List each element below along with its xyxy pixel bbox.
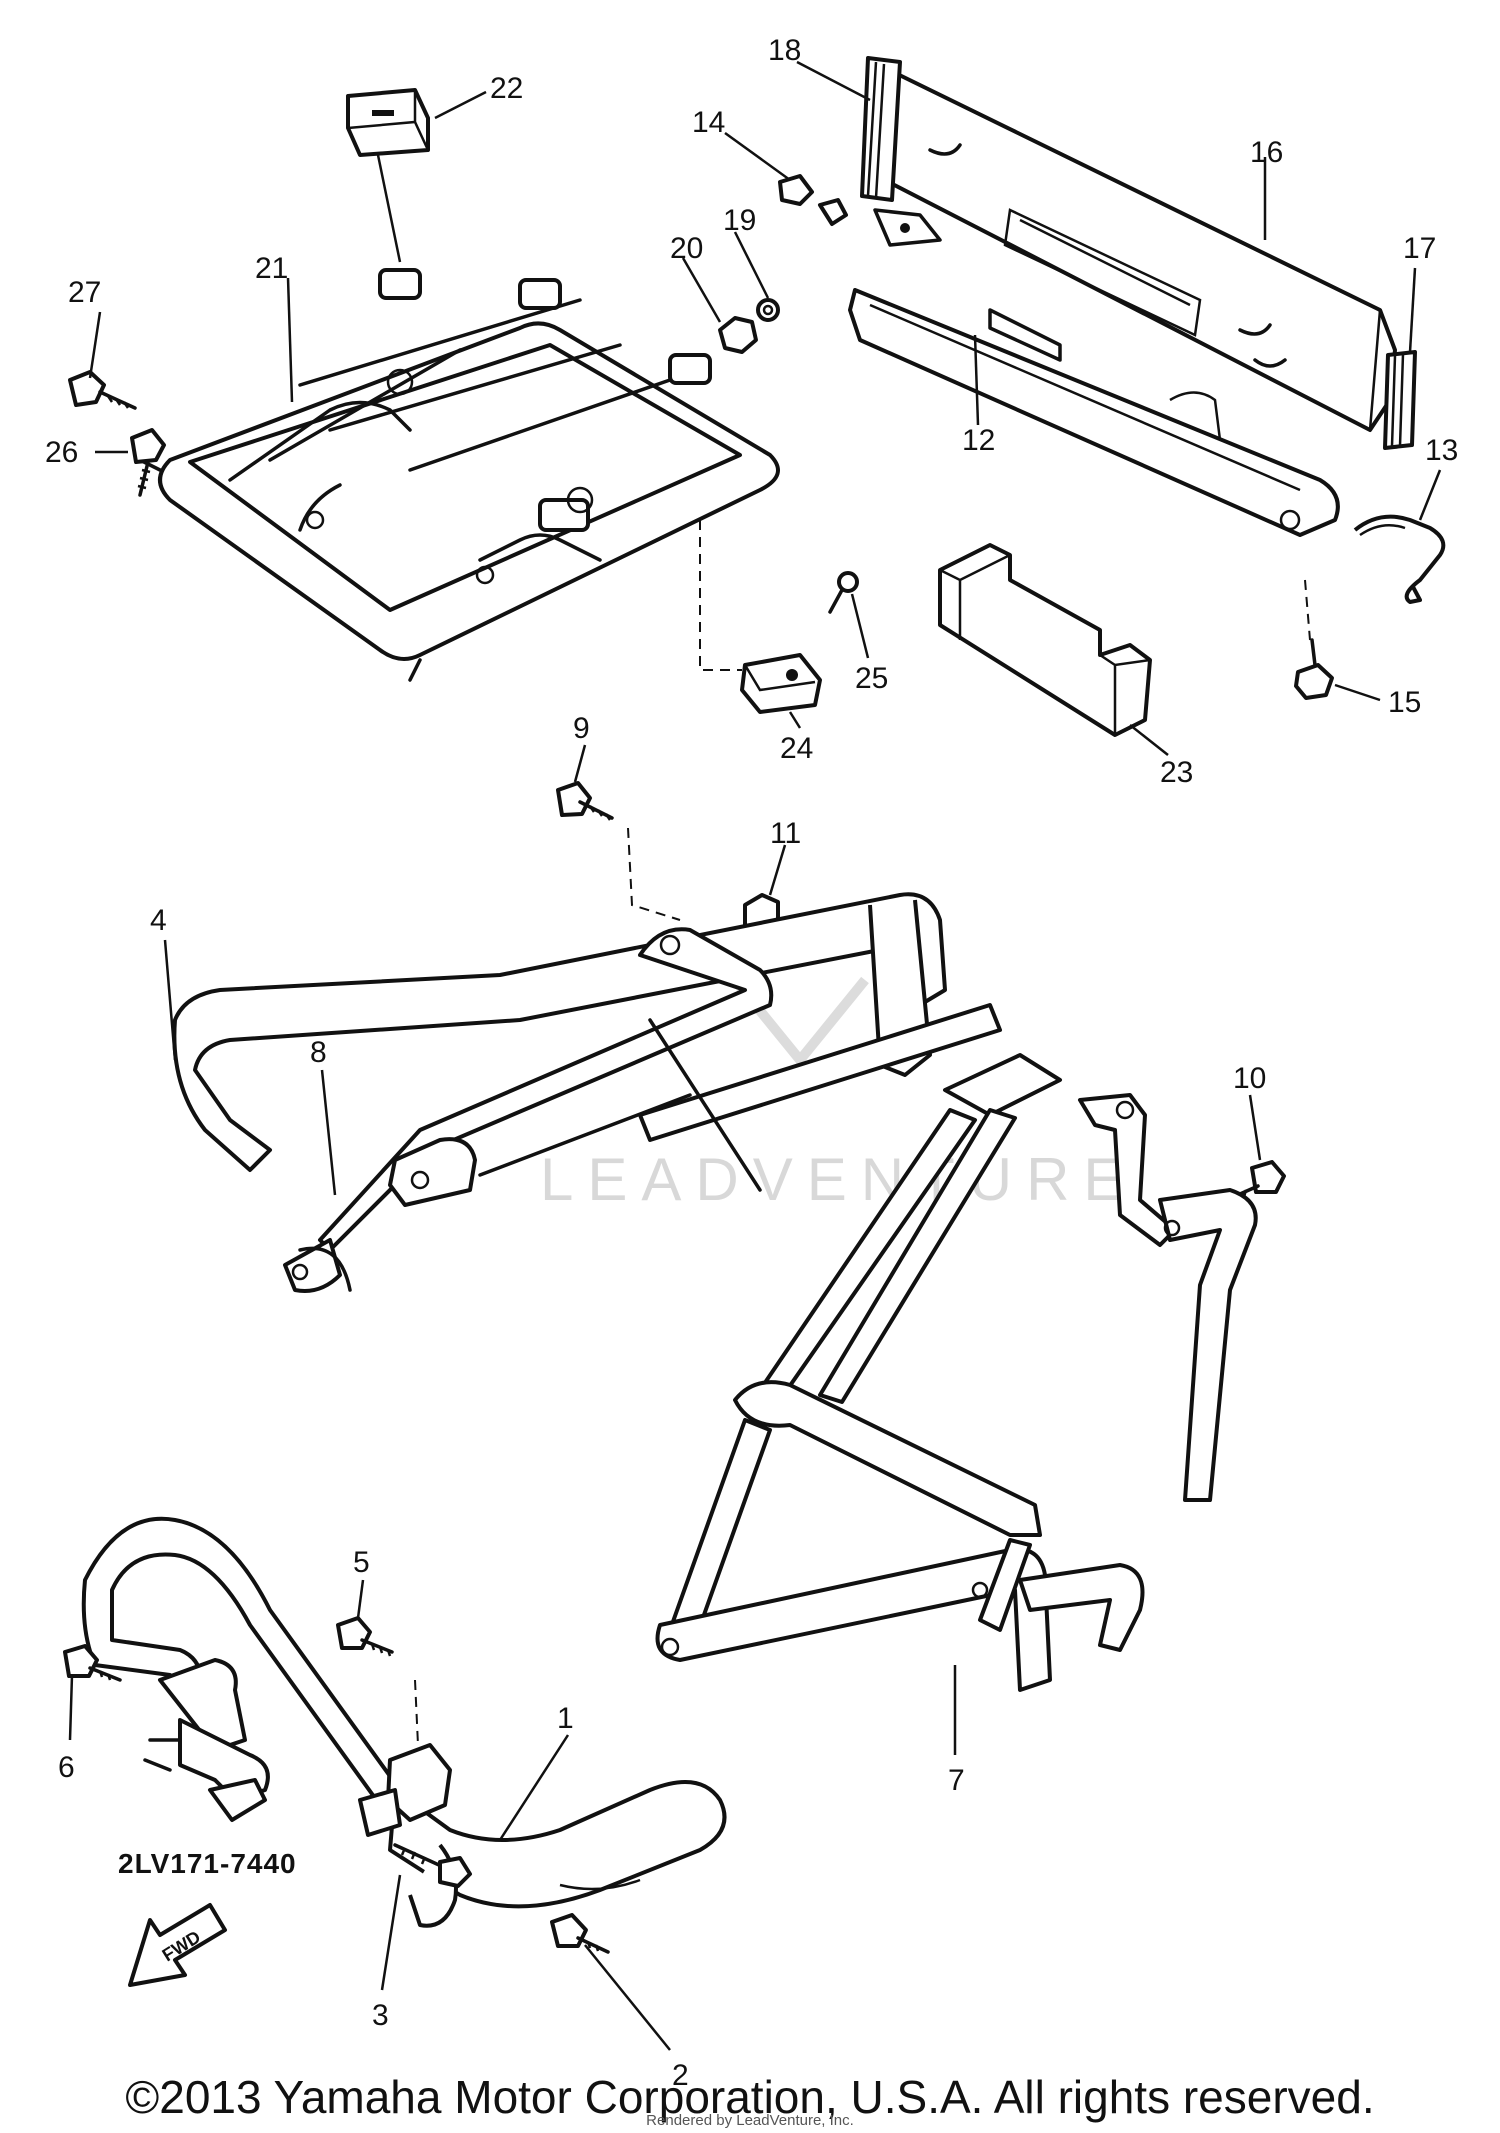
callout-1: 1 <box>557 1702 574 1735</box>
part-18-seal <box>860 56 902 202</box>
bumper-1 <box>358 1743 727 1928</box>
callout-22: 22 <box>490 72 523 105</box>
callout-2: 2 <box>672 2059 689 2092</box>
callout-13: 13 <box>1425 434 1458 467</box>
callout-21: 21 <box>255 252 288 285</box>
bolt-3 <box>393 1843 472 1888</box>
part-14-clip <box>778 174 848 226</box>
watermark-text: LEADVENTURE <box>540 1146 1137 1213</box>
bolt-27 <box>68 370 137 410</box>
copyright-notice: ©2013 Yamaha Motor Corporation, U.S.A. A… <box>125 2071 1375 2123</box>
callout-14: 14 <box>692 106 725 139</box>
callout-10: 10 <box>1233 1062 1266 1095</box>
washer-19 <box>756 298 780 322</box>
callout-11: 11 <box>770 817 801 850</box>
callout-23: 23 <box>1160 756 1193 789</box>
callout-17: 17 <box>1403 232 1436 265</box>
callout-20: 20 <box>670 232 703 265</box>
fwd-arrow-icon: FWD <box>128 1903 227 1987</box>
bolt-26 <box>130 428 166 497</box>
part-24-bracket <box>699 520 822 714</box>
callout-24: 24 <box>780 732 813 765</box>
bolt-9 <box>556 781 681 921</box>
callout-27: 27 <box>68 276 101 309</box>
diagram-code: 2LV171-7440 <box>118 1848 297 1879</box>
frame-4 <box>81 1516 406 1822</box>
part-13-strap <box>1353 514 1446 604</box>
callout-15: 15 <box>1388 686 1421 719</box>
callout-5: 5 <box>353 1546 370 1579</box>
seat-frame-assembly <box>138 268 780 682</box>
part-17-seal <box>1383 350 1417 450</box>
frame-7 <box>655 1053 1258 1692</box>
callout-19: 19 <box>723 204 756 237</box>
callout-25: 25 <box>855 662 888 695</box>
render-credit: Rendered by LeadVenture, Inc. <box>646 2112 854 2129</box>
callout-4: 4 <box>150 904 167 937</box>
bolt-6 <box>63 1644 122 1682</box>
callout-26: 26 <box>45 436 78 469</box>
callout-16: 16 <box>1250 136 1283 169</box>
callout-3: 3 <box>372 1999 389 2032</box>
screw-25 <box>828 571 859 614</box>
bolt-2 <box>550 1913 610 1954</box>
callout-12: 12 <box>962 424 995 457</box>
nut-20 <box>718 316 758 354</box>
callout-7: 7 <box>948 1764 965 1797</box>
callout-9: 9 <box>573 712 590 745</box>
part-22-clip <box>346 88 430 263</box>
bolt-15 <box>1294 579 1334 700</box>
callout-6: 6 <box>58 1751 75 1784</box>
bracket-12 <box>848 208 1340 537</box>
callout-8: 8 <box>310 1036 327 1069</box>
callout-leaders <box>68 60 1442 2051</box>
callout-18: 18 <box>768 34 801 67</box>
frame-8 <box>172 892 1002 1293</box>
callout-numbers: 22 21 27 26 18 14 16 17 19 20 12 13 15 2… <box>45 34 1458 2092</box>
bolt-5 <box>336 1616 419 1746</box>
part-23-cover <box>938 543 1152 737</box>
